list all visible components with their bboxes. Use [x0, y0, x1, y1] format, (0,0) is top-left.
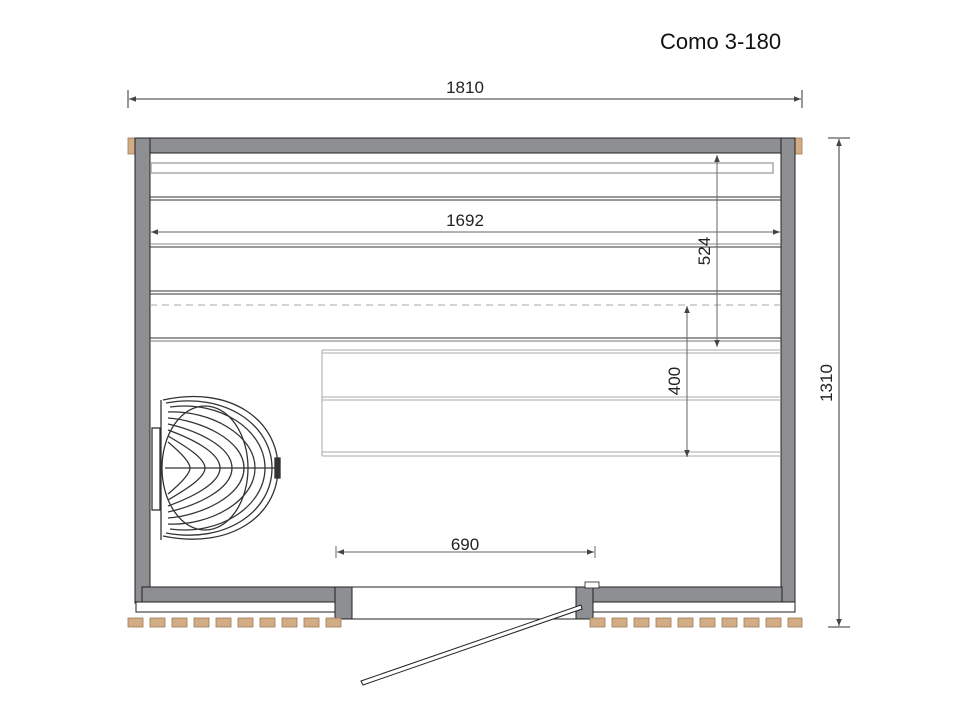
dimension-outer-depth: 1310: [817, 137, 850, 628]
model-title: Como 3-180: [660, 29, 781, 54]
foundation-bricks: [127, 617, 803, 628]
dimension-upper-bench-depth: 524: [695, 155, 720, 347]
upper-bench: [150, 162, 781, 342]
dimension-bench-length: 1692: [151, 211, 780, 235]
dimension-door-width: 690: [335, 535, 596, 558]
lower-bench: [321, 349, 781, 457]
door-leaf: [360, 604, 583, 686]
walls: [127, 137, 803, 620]
dimension-outer-width: 1810: [127, 78, 803, 108]
dimension-label: 690: [451, 535, 479, 554]
dimension-label: 1692: [446, 211, 484, 230]
dimension-label: 1810: [446, 78, 484, 97]
dimension-label: 524: [695, 237, 714, 265]
dimension-label: 1310: [817, 364, 836, 402]
sauna-heater-icon: [151, 395, 281, 540]
dimension-label: 400: [665, 367, 684, 395]
dimension-lower-bench-depth: 400: [665, 306, 690, 457]
